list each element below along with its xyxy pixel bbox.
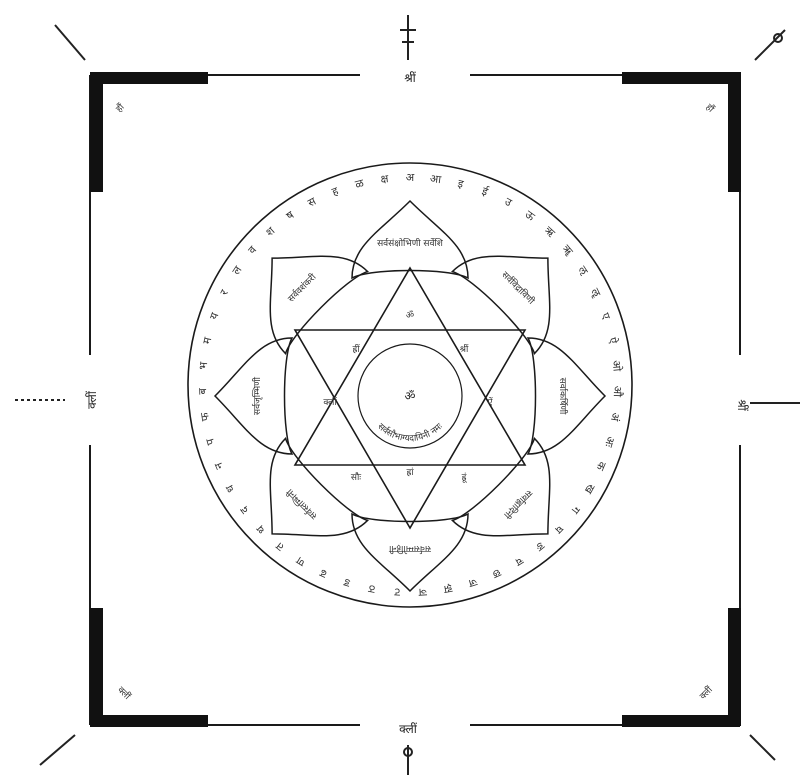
ring-letter: ऌ [575,264,590,278]
ring-letter: ऋ [542,224,558,240]
ring-letter: ढ [317,566,329,581]
ring-letter: ऐ [606,336,620,346]
triangle-syllable: ऐं [488,396,494,408]
ring-letter: ध [223,482,238,495]
corner-se-label: क्लीं [697,683,715,701]
ring-letter: श [263,224,278,239]
petal: सर्वजृम्भिणी [215,338,292,454]
petal: सर्वाकर्षिणी [528,338,605,454]
triangle-syllable: ह्रीं [352,343,360,355]
ring-letter: आ [429,172,443,186]
ring-letter: झ [442,582,453,596]
ring-letter: म [200,336,214,346]
ring-letter: ख [581,482,597,497]
ring-letter: ड [342,576,353,591]
triangle-syllable: क्लीं [323,396,337,408]
ring-letter: ओ [610,360,624,373]
ring-letter: ह [330,184,340,198]
ring-letter: न [211,460,226,472]
ring-letter: क्ष [380,172,391,186]
ring-letter: र [217,287,231,297]
ring-letter: उ [502,195,514,210]
ring-letter: अं [608,412,622,423]
direction-north-label: श्रीं [404,71,416,85]
petal-label: सर्वजृम्भिणी [251,376,263,415]
ring-letter: छ [490,566,503,581]
ring-letter: औ [611,386,624,398]
triangle-syllable: सौः [351,471,361,483]
direction-south-label: क्लीं [399,722,418,736]
direction-east-label: श्रीं [735,399,749,411]
center-bija: ॐ [405,389,416,403]
ring-letter: व [245,243,259,257]
petal-label: सर्वस्तम्भिनी [284,486,320,522]
ring-letter: ब [196,387,209,394]
ring-letter: इ [456,177,465,191]
corner-ne-label: हौं [703,101,717,115]
ring-letter: य [207,310,222,321]
triangle-syllable: श्रीं [460,343,469,355]
triangle-syllable: ॐ [406,310,414,321]
ring-letter: प [203,436,217,446]
ring-letter: अ [406,171,415,184]
ring-letter: द [237,504,251,517]
ring-letter: फ [198,411,212,422]
ring-letter: क [593,459,608,472]
ring-letter: ज [466,575,479,590]
petal-label: सर्वसम्मोहिनी [388,543,431,555]
petal-label: सर्वविद्राविणी [499,269,537,307]
ring-letter: ग [568,504,583,517]
ring-letter: घ [552,523,566,537]
ring-letter: थ [253,522,268,537]
ring-letter: ळ [354,176,366,191]
corner-bars [90,72,741,727]
ring-letter: ष [284,208,297,223]
petal: सर्ववशंकरी [231,217,367,353]
triangle-syllable: ह्रूं [462,472,468,483]
ring-letter: ठ [367,582,376,596]
petal-label: सर्वाकर्षिणी [557,378,569,415]
ring-letter: च [512,554,526,569]
inner-ring-text: सर्वसौभाग्यदायिनी नमः [375,422,445,444]
ring-letter: स [305,194,318,209]
ring-letter: अः [602,435,618,450]
ring-letter: ट [394,585,401,598]
ring-letter: ॡ [588,286,604,300]
petal-label: सर्वसंक्षोभिणी सर्वेशि [377,237,444,249]
ring-letter: ई [480,184,491,198]
petal: सर्वसम्मोहिनी [352,514,468,591]
ring-letter: ऊ [523,208,538,224]
ring-letter: ङ [533,539,548,555]
ring-letter: ल [230,263,245,277]
triangle-syllable: ह्रां [406,467,414,478]
ring-letter: ञ [417,585,427,599]
ring-letter: ए [599,311,614,322]
direction-west-label: क्लीं [85,390,99,409]
petal-label: सर्वाह्लादिनी [501,487,535,521]
ring-letter: ॠ [560,242,576,258]
petal-label: सर्ववशंकरी [285,271,319,305]
petal: सर्वविद्राविणी [452,217,588,353]
corner-nw-label: हौं [113,101,127,115]
ring-letter: भ [197,361,211,370]
ring-letter: त [273,539,287,554]
ring-letter: ण [293,553,307,569]
corner-sw-label: क्लीं [115,684,133,702]
